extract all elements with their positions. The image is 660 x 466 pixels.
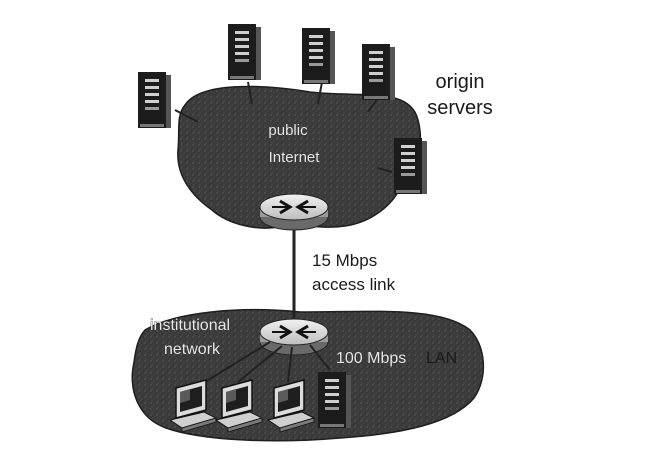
origin-server-icon xyxy=(362,44,395,100)
institutional-network-label-line2: network xyxy=(164,341,221,358)
origin-server-icon xyxy=(228,24,261,80)
origin-servers-label-line2: servers xyxy=(427,97,493,119)
institutional-network-label: institutional xyxy=(150,317,230,334)
origin-server-icon xyxy=(394,138,427,194)
origin-server-icon xyxy=(138,72,171,128)
public-internet-cloud xyxy=(177,85,422,229)
access-link-speed-label: 15 Mbps xyxy=(312,251,377,270)
institutional-router-icon xyxy=(258,317,330,357)
server-connections xyxy=(174,81,393,173)
access-link-label: access link xyxy=(312,275,396,294)
origin-server-icon xyxy=(302,28,335,84)
lan-links xyxy=(204,341,331,383)
lan-speed-label: 100 Mbps xyxy=(336,350,406,367)
origin-servers-label: origin xyxy=(436,71,485,93)
public-internet-label: public xyxy=(268,122,308,139)
internet-router-icon xyxy=(258,192,330,232)
institutional-network-cloud xyxy=(131,309,485,442)
local-server-icon xyxy=(318,372,351,428)
public-internet-label-line2: Internet xyxy=(269,149,321,166)
lan-label: LAN xyxy=(426,350,457,367)
